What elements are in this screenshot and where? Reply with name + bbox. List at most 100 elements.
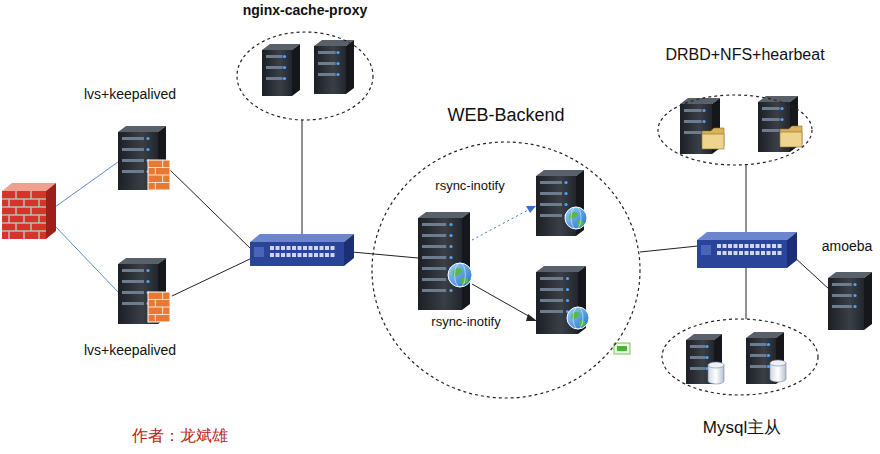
wire <box>302 120 303 238</box>
globe-badge <box>567 307 589 329</box>
sync-label: rsync-inotify <box>435 179 504 194</box>
group-outline <box>230 2 380 122</box>
server-icon <box>828 272 872 330</box>
server-light <box>767 365 770 368</box>
wire <box>746 165 747 232</box>
server-slot <box>540 277 563 280</box>
server-light <box>853 283 856 286</box>
dashed-ellipse <box>237 32 373 120</box>
server-light <box>566 277 569 280</box>
author-note: 作者：龙斌雄 <box>132 427 228 445</box>
server-slot <box>540 192 562 195</box>
server-light <box>780 107 783 110</box>
server-top <box>536 170 584 176</box>
server-slot <box>422 223 446 226</box>
sync-label: rsync-inotify <box>431 315 500 330</box>
folder-badge <box>702 128 724 149</box>
server-light <box>146 148 149 151</box>
server-slot <box>266 55 283 58</box>
arrow-head <box>526 314 537 321</box>
server-icon <box>314 40 354 94</box>
firewall-badge <box>148 160 170 190</box>
server-light <box>702 109 705 112</box>
wire <box>746 268 747 319</box>
server-light <box>146 280 149 283</box>
wire <box>352 252 418 258</box>
server-light <box>336 62 339 65</box>
server-body <box>262 50 292 96</box>
small-icon <box>614 343 630 354</box>
server-light <box>780 118 783 121</box>
server-slot <box>122 137 144 140</box>
server-slot <box>690 356 705 359</box>
node-label: lvs+keepalived <box>84 342 176 358</box>
server-slot <box>122 170 144 173</box>
server-top <box>536 266 586 272</box>
server-slot <box>318 51 336 54</box>
server-slot <box>318 73 336 76</box>
wire <box>172 258 252 296</box>
server-slot <box>540 203 562 206</box>
arrow-head <box>526 206 536 213</box>
globe-badge <box>448 263 472 287</box>
server-slot <box>422 256 446 259</box>
server-slot <box>832 294 852 297</box>
proxy-group: nginx-cache-proxy <box>230 2 380 122</box>
server-light <box>449 245 452 248</box>
server-light <box>449 223 452 226</box>
server-light <box>853 294 856 297</box>
server-icon <box>418 212 470 310</box>
server-light <box>283 66 286 69</box>
storage-group: DRBD+NFS+hearbeat <box>650 46 840 168</box>
server-slot <box>318 62 336 65</box>
small-icon <box>617 346 627 351</box>
server-slot <box>832 283 852 286</box>
server-slot <box>690 345 705 348</box>
server-side <box>346 40 354 94</box>
server-light <box>566 288 569 291</box>
firewall-badge <box>148 292 170 322</box>
server-side <box>462 212 470 310</box>
wire <box>55 162 118 207</box>
sync-arrow <box>472 209 530 240</box>
dashed-ellipse <box>658 95 812 165</box>
server-slot <box>122 302 144 305</box>
server-light <box>705 345 708 348</box>
server-slot <box>122 148 144 151</box>
node-label: nginx-cache-proxy <box>243 2 367 18</box>
server-slot <box>832 305 852 308</box>
server-light <box>449 289 452 292</box>
server-slot <box>422 245 446 248</box>
server-slot <box>540 181 562 184</box>
server-light <box>564 203 567 206</box>
server-light <box>146 137 149 140</box>
server-slot <box>422 234 446 237</box>
server-light <box>705 356 708 359</box>
server-slot <box>266 77 283 80</box>
server-slot <box>684 120 702 123</box>
node-label: DRBD+NFS+hearbeat <box>665 46 824 64</box>
database-badge <box>708 362 724 384</box>
server-slot <box>122 280 144 283</box>
server-light <box>564 181 567 184</box>
server-slot <box>122 159 144 162</box>
dashed-ellipse <box>662 319 818 395</box>
server-slot <box>762 129 780 132</box>
server-slot <box>422 267 446 270</box>
amoeba-server: amoeba <box>816 238 878 332</box>
folder-badge <box>780 126 802 147</box>
server-slot <box>762 118 780 121</box>
server-light <box>336 51 339 54</box>
server-light <box>283 55 286 58</box>
mysql-group: Mysql主从 <box>660 318 824 438</box>
server-slot <box>750 343 767 346</box>
globe-badge <box>565 207 587 229</box>
server-slot <box>540 299 563 302</box>
server-top <box>418 212 470 218</box>
server-slot <box>422 289 446 292</box>
server-body <box>828 278 864 330</box>
lvs-server: lvs+keepalived <box>65 86 195 190</box>
server-side <box>292 44 300 96</box>
